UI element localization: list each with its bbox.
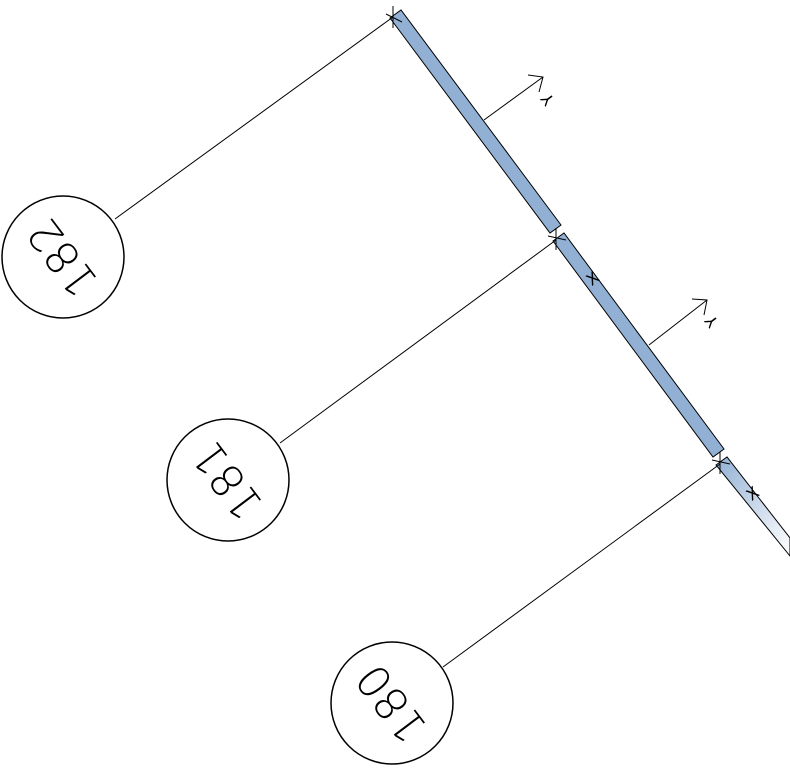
leader-line-182: [114, 16, 394, 220]
wall-tag-180[interactable]: 180: [330, 641, 454, 765]
wall-segment-1[interactable]: [389, 9, 562, 234]
leader-line-180: [442, 463, 721, 668]
endpoint-marker: [385, 6, 731, 474]
wall-segment-3[interactable]: [715, 456, 790, 557]
direction-arrow-1: [483, 74, 544, 121]
wall-tag-182[interactable]: 182: [1, 195, 125, 319]
wall-tag-181[interactable]: 181: [166, 418, 290, 542]
y-axis-label: Y: [537, 90, 559, 110]
wall-segment-2[interactable]: [552, 232, 725, 458]
direction-arrow-2: [648, 298, 708, 346]
leader-line-181: [279, 239, 557, 444]
